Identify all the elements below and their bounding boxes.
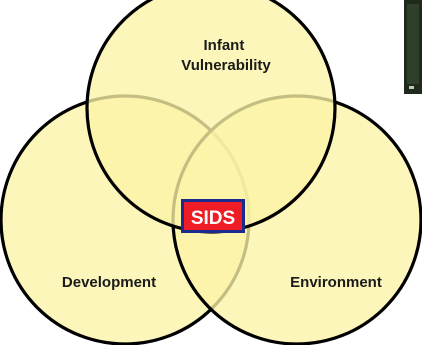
center-label-sids: SIDS xyxy=(191,208,235,229)
label-development-text: Development xyxy=(62,274,156,291)
label-environment-text: Environment xyxy=(290,274,382,291)
label-environment: Environment xyxy=(290,274,382,291)
corner-thumbnail xyxy=(404,0,422,94)
label-infant-vulnerability-line1: Infant xyxy=(204,37,245,54)
label-infant-vulnerability: Infant Vulnerability xyxy=(181,37,271,74)
label-infant-vulnerability-line2: Vulnerability xyxy=(181,57,271,74)
label-development: Development xyxy=(62,274,156,291)
venn-circle-infant-vulnerability xyxy=(85,0,337,234)
center-box: SIDS xyxy=(181,199,245,233)
